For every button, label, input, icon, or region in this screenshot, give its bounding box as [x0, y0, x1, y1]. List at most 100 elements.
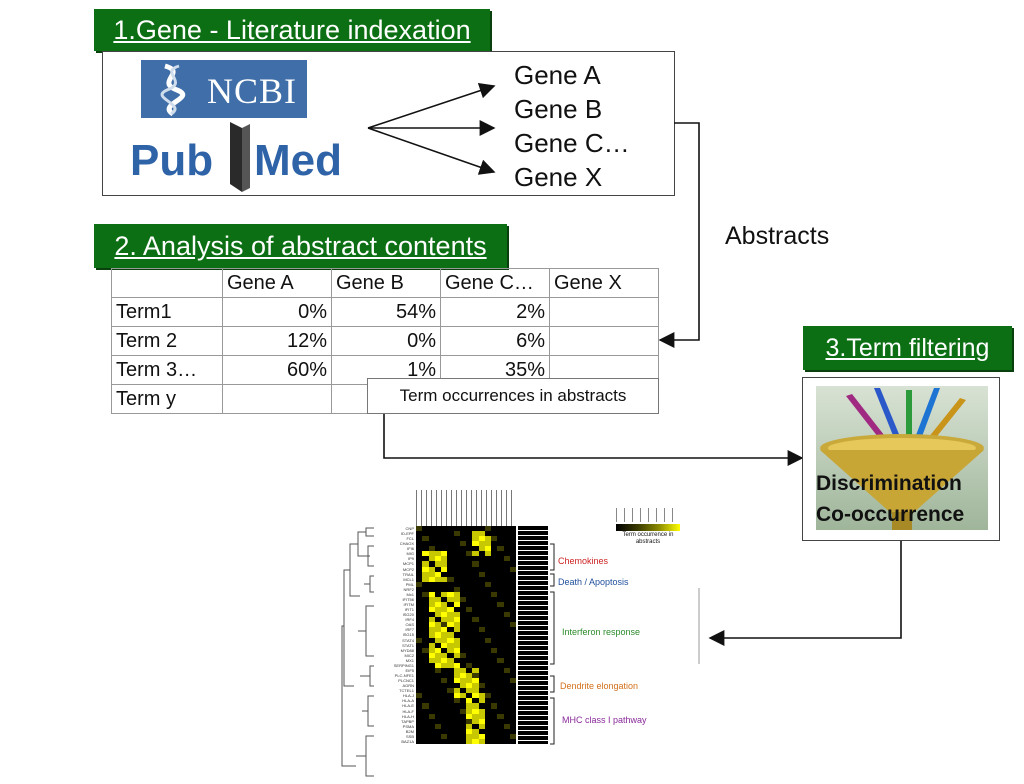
- heatmap-cell: [428, 632, 435, 638]
- heatmap-cell: [434, 652, 441, 658]
- heatmap-cell: [478, 713, 485, 719]
- gene-b-label: Gene B: [514, 94, 603, 124]
- heatmap-gene-label: IRF7: [405, 627, 414, 633]
- heatmap-gene-label: B2M: [405, 728, 414, 734]
- heatmap-cell: [428, 546, 435, 552]
- heatmap-cell: [459, 693, 466, 699]
- heatmap-cell: [434, 657, 441, 663]
- heatmap-cell: [441, 652, 448, 658]
- heatmap-cell: [434, 607, 441, 613]
- heatmap-cell: [466, 723, 473, 729]
- heatmap-cell: [453, 617, 460, 623]
- heatmap-cell: [466, 607, 473, 613]
- heatmap-cell: [434, 637, 441, 643]
- heatmap-cell: [434, 551, 441, 557]
- table-row: Term 2 12% 0% 6%: [111, 326, 659, 356]
- heatmap-cell: [441, 657, 448, 663]
- heatmap-cell: [453, 693, 460, 699]
- ncbi-logo: NCBI: [141, 60, 307, 118]
- heatmap-gene-label: ISG20: [402, 612, 414, 618]
- heatmap-cell: [447, 647, 454, 653]
- heatmap-cell: [484, 541, 491, 547]
- heatmap-cell: [428, 647, 435, 653]
- heatmap-gene-label: MIG: [406, 551, 414, 557]
- heatmap-gene-label: PLC-NFE1: [394, 673, 414, 679]
- heatmap-cell: [478, 733, 485, 739]
- heatmap-cell: [466, 698, 473, 704]
- cluster-interferon: Interferon response: [562, 627, 641, 637]
- heatmap-gene-label: AGRN: [402, 683, 414, 689]
- heatmap-cell: [434, 622, 441, 628]
- heatmap-cell: [422, 536, 429, 542]
- table-cell: 6%: [440, 326, 550, 356]
- pubmed-logo-left: Pub: [130, 136, 214, 185]
- heatmap-cell: [466, 683, 473, 689]
- heatmap-cell: [428, 657, 435, 663]
- heatmap-cell: [453, 667, 460, 674]
- heatmap-cell: [416, 526, 423, 532]
- heatmap-cell: [441, 662, 448, 668]
- heatmap-cell: [491, 536, 498, 542]
- heatmap-cell: [453, 652, 460, 658]
- heatmap-cell: [422, 551, 429, 557]
- heatmap-gene-label: PSMA: [402, 723, 414, 729]
- header-gene-x: Gene X: [549, 268, 659, 298]
- heatmap-cell: [416, 693, 423, 699]
- heatmap-cell: [459, 652, 466, 658]
- table-corner-cell: [111, 268, 223, 298]
- heatmap-cell: [453, 698, 460, 704]
- heatmap-cell: [453, 642, 460, 648]
- cluster-death-apoptosis: Death / Apoptosis: [558, 577, 629, 587]
- heatmap-cell: [466, 673, 473, 679]
- section3-title: 3.Term filtering: [803, 326, 1012, 370]
- heatmap-gene-label: TRAIL: [402, 571, 414, 577]
- heatmap-cell: [472, 738, 479, 744]
- heatmap-gene-label: OAS: [405, 622, 414, 628]
- heatmap-gene-label: ID-EPF: [400, 531, 414, 537]
- heatmap-gene-label: MCL1: [403, 576, 414, 582]
- heatmap-cell: [472, 673, 479, 679]
- heatmap-cell: [453, 602, 460, 608]
- heatmap-gene-label: MX1: [405, 657, 414, 663]
- heatmap-cell: [428, 591, 435, 597]
- heatmap-cell: [466, 703, 473, 709]
- funnel-icon: [820, 388, 984, 530]
- heatmap-cell: [497, 602, 504, 608]
- heatmap-cell: [428, 713, 435, 719]
- heatmap-cell: [459, 673, 466, 679]
- heatmap-cell: [472, 667, 479, 674]
- heatmap-cell: [466, 708, 473, 714]
- heatmap-gene-label: PLCNC1: [398, 678, 414, 684]
- heatmap-cell: [478, 627, 485, 633]
- heatmap-cell: [441, 617, 448, 623]
- heatmap-cell: [478, 708, 485, 714]
- heatmap-cell: [434, 576, 441, 582]
- heatmap-cell: [447, 591, 454, 597]
- cluster-chemokines: Chemokines: [558, 556, 609, 566]
- heatmap-cell: [472, 688, 479, 694]
- heatmap-cell: [434, 556, 441, 562]
- heatmap-cell: [441, 678, 448, 684]
- heatmap-cell: [478, 683, 485, 689]
- heatmap-cell: [434, 561, 441, 567]
- heatmap-gene-label: SERPING1: [393, 662, 414, 668]
- heatmap-cell: [434, 602, 441, 608]
- heatmap-cell: [422, 576, 429, 582]
- heatmap-gene-label: PML: [405, 581, 414, 587]
- cluster-mhc: MHC class I pathway: [562, 715, 647, 725]
- heatmap-cell: [484, 693, 491, 699]
- heatmap-cell: [428, 566, 435, 572]
- heatmap-cell: [478, 531, 485, 537]
- heatmap-cell: [459, 596, 466, 603]
- heatmap-cell: [459, 678, 466, 684]
- heatmap-cell: [447, 632, 454, 638]
- heatmap-cell: [428, 622, 435, 628]
- color-scale: [616, 524, 680, 531]
- heatmap-cell: [453, 673, 460, 679]
- heatmap-cell: [466, 662, 473, 668]
- table-cell: 0%: [222, 297, 332, 327]
- row-label: Term y: [111, 384, 223, 414]
- heatmap-cell: [428, 617, 435, 623]
- heatmap-gene-label: HLA-F: [402, 708, 414, 714]
- heatmap-gene-label: IFI6: [407, 546, 414, 552]
